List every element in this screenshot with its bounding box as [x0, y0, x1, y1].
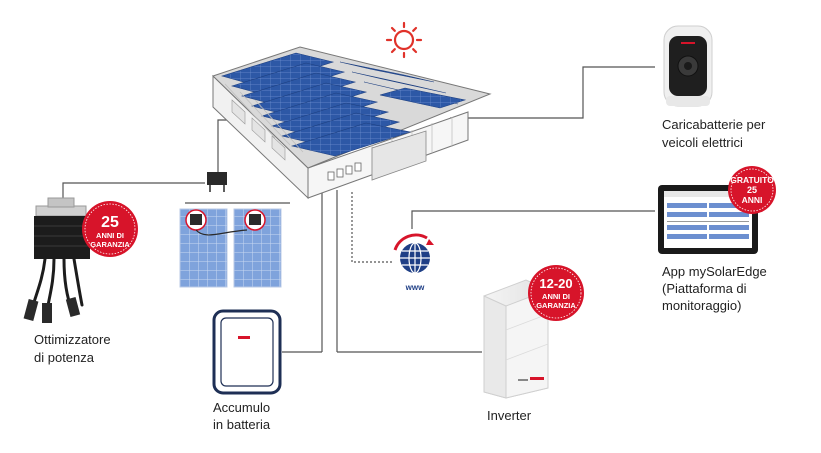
app-badge-line3: ANNI — [742, 195, 763, 205]
line-app — [412, 211, 655, 229]
inverter-badge-line2: GARANZIA — [536, 301, 576, 310]
junction-box — [207, 172, 227, 192]
app-label-line1: App mySolarEdge — [662, 264, 767, 279]
app-badge-line1: GRATUITO — [730, 175, 774, 185]
solar-panel-illustration — [180, 209, 281, 287]
inverter-badge-big: 12-20 — [539, 276, 572, 291]
optimizer-badge-line1: ANNI DI — [96, 231, 124, 240]
app-label-line2: (Piattaforma di — [662, 281, 747, 296]
line-optimizer — [63, 183, 205, 205]
ev-charger-label-line2: veicoli elettrici — [662, 135, 743, 150]
optimizer-illustration — [24, 198, 90, 323]
battery-label-line1: Accumulo — [213, 400, 270, 415]
line-www-dotted — [352, 192, 393, 262]
optimizer-badge-big: 25 — [101, 214, 119, 231]
optimizer-badge: 25 ANNI DI GARANZIA — [82, 201, 138, 257]
app-badge: GRATUITO 25 ANNI — [728, 166, 776, 214]
battery-illustration — [214, 311, 280, 393]
sun-icon — [387, 23, 421, 57]
battery-label-line2: in batteria — [213, 417, 271, 432]
optimizer-label-line1: Ottimizzatore — [34, 332, 111, 347]
ev-charger-illustration — [664, 26, 712, 106]
inverter-badge: 12-20 ANNI DI GARANZIA — [528, 265, 584, 321]
globe-icon — [395, 235, 434, 273]
app-badge-line2: 25 — [747, 185, 757, 195]
warehouse-illustration — [213, 47, 490, 198]
app-label-line3: monitoraggio) — [662, 298, 742, 313]
inverter-badge-line1: ANNI DI — [542, 292, 570, 301]
optimizer-label-line2: di potenza — [34, 350, 95, 365]
inverter-label: Inverter — [487, 408, 532, 423]
ev-charger-label-line1: Caricabatterie per — [662, 117, 766, 132]
optimizer-badge-line2: GARANZIA — [90, 240, 130, 249]
www-label: www — [405, 283, 425, 292]
